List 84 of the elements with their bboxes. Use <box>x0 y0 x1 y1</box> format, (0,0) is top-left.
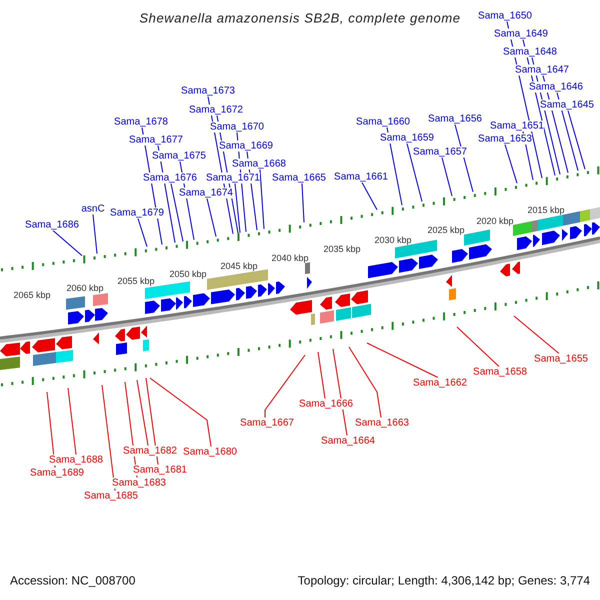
gene-label: Sama_1668 <box>232 158 286 170</box>
gene-label: Sama_1646 <box>529 82 583 92</box>
leader-line <box>138 218 148 248</box>
leader-line <box>170 183 184 242</box>
gene-label: Sama_1667 <box>240 418 294 428</box>
leader-line <box>386 127 402 206</box>
leader-line <box>568 110 586 170</box>
accession-text: Accession: NC_008700 <box>10 574 136 588</box>
gene-label: Sama_1657 <box>413 146 467 158</box>
leader-line <box>146 378 158 465</box>
gene-label: Sama_1683 <box>112 478 166 488</box>
scale-label: 2015 kbp <box>527 205 565 216</box>
chart-title: Shewanella amazonensis SB2B, complete genome <box>139 12 461 24</box>
scale-label: 2025 kbp <box>427 225 465 235</box>
leader-line <box>332 348 348 436</box>
gene-label: Sama_1679 <box>110 208 164 218</box>
gene-label: Sama_1659 <box>380 132 434 144</box>
gene-label: Sama_1669 <box>219 140 273 152</box>
gene-label: Sama_1660 <box>356 116 410 128</box>
leader-line <box>68 388 76 455</box>
leader-line <box>46 392 56 468</box>
gene-label: Sama_1677 <box>129 134 183 146</box>
leader-line <box>302 183 304 223</box>
gene-label: Sama_1688 <box>49 454 103 466</box>
gene-label: Sama_1665 <box>272 172 326 184</box>
gene-label: Sama_1674 <box>179 188 233 198</box>
leader-line <box>366 342 438 378</box>
leader-line <box>514 316 560 354</box>
gene-label: Sama_1648 <box>503 46 557 58</box>
gene-label: Sama_1676 <box>143 172 197 184</box>
gene-label: Sama_1664 <box>321 436 375 446</box>
gene-label: Sama_1647 <box>515 64 569 76</box>
gene-label: Sama_1682 <box>123 446 177 456</box>
leader-line <box>456 326 500 367</box>
leader-line <box>92 214 98 254</box>
gene-label: Sama_1658 <box>473 366 527 378</box>
gene-label: Sama_1655 <box>534 354 588 364</box>
gene-label: Sama_1689 <box>30 468 84 478</box>
leader-line <box>504 144 518 184</box>
leader-line <box>102 384 116 491</box>
gene-label: Sama_1649 <box>494 28 548 40</box>
leader-line <box>264 354 306 418</box>
leader-line <box>406 143 422 202</box>
gene-label: Sama_1650 <box>478 10 532 22</box>
scale-label: 2030 kbp <box>374 234 412 245</box>
leader-line <box>234 183 240 234</box>
scale-label: 2035 kbp <box>323 244 361 254</box>
scale-label: 2060 kbp <box>66 283 104 294</box>
leader-line <box>442 157 452 196</box>
gene-label: Sama_1670 <box>210 122 264 132</box>
leader-line <box>318 352 326 399</box>
gene-label: Sama_1685 <box>84 490 138 502</box>
gene-label: Sama_1675 <box>152 150 206 162</box>
genome-stats-text: Topology: circular; Length: 4,306,142 bp; Genes: 3,774 <box>298 574 590 588</box>
scale-label: 2050 kbp <box>169 268 207 279</box>
scale-label: 2045 kbp <box>220 260 258 271</box>
gene-label: Sama_1686 <box>25 220 79 230</box>
leader-line <box>260 169 264 230</box>
scale-label: 2020 kbp <box>476 216 514 226</box>
gene-label: Sama_1653 <box>478 134 532 144</box>
gene-label: Sama_1666 <box>299 398 353 410</box>
gene-label: Sama_1671 <box>206 172 260 184</box>
scale-label: 2040 kbp <box>271 252 309 263</box>
gene-label: asnC <box>81 204 105 214</box>
gene-label: Sama_1656 <box>428 114 482 124</box>
gene-label: Sama_1663 <box>355 418 409 428</box>
scale-label: 2055 kbp <box>117 276 155 286</box>
leader-line <box>362 182 378 210</box>
gene-label: Sama_1645 <box>540 100 594 110</box>
gene-label: Sama_1681 <box>133 464 187 476</box>
gene-label: Sama_1662 <box>413 378 467 388</box>
leader-line <box>348 346 382 418</box>
gene-label: Sama_1672 <box>189 104 243 116</box>
gene-label: Sama_1678 <box>114 116 168 128</box>
gene-label: Sama_1661 <box>334 172 388 182</box>
leader-line <box>454 124 474 192</box>
gene-label: Sama_1651 <box>490 120 544 132</box>
leader-line <box>150 378 212 447</box>
leader-line <box>52 230 82 256</box>
gene-label: Sama_1673 <box>181 86 235 96</box>
scale-label: 2065 kbp <box>13 290 51 300</box>
leader-line <box>136 380 148 446</box>
gene-label: Sama_1680 <box>183 446 237 458</box>
leader-line <box>206 198 216 237</box>
